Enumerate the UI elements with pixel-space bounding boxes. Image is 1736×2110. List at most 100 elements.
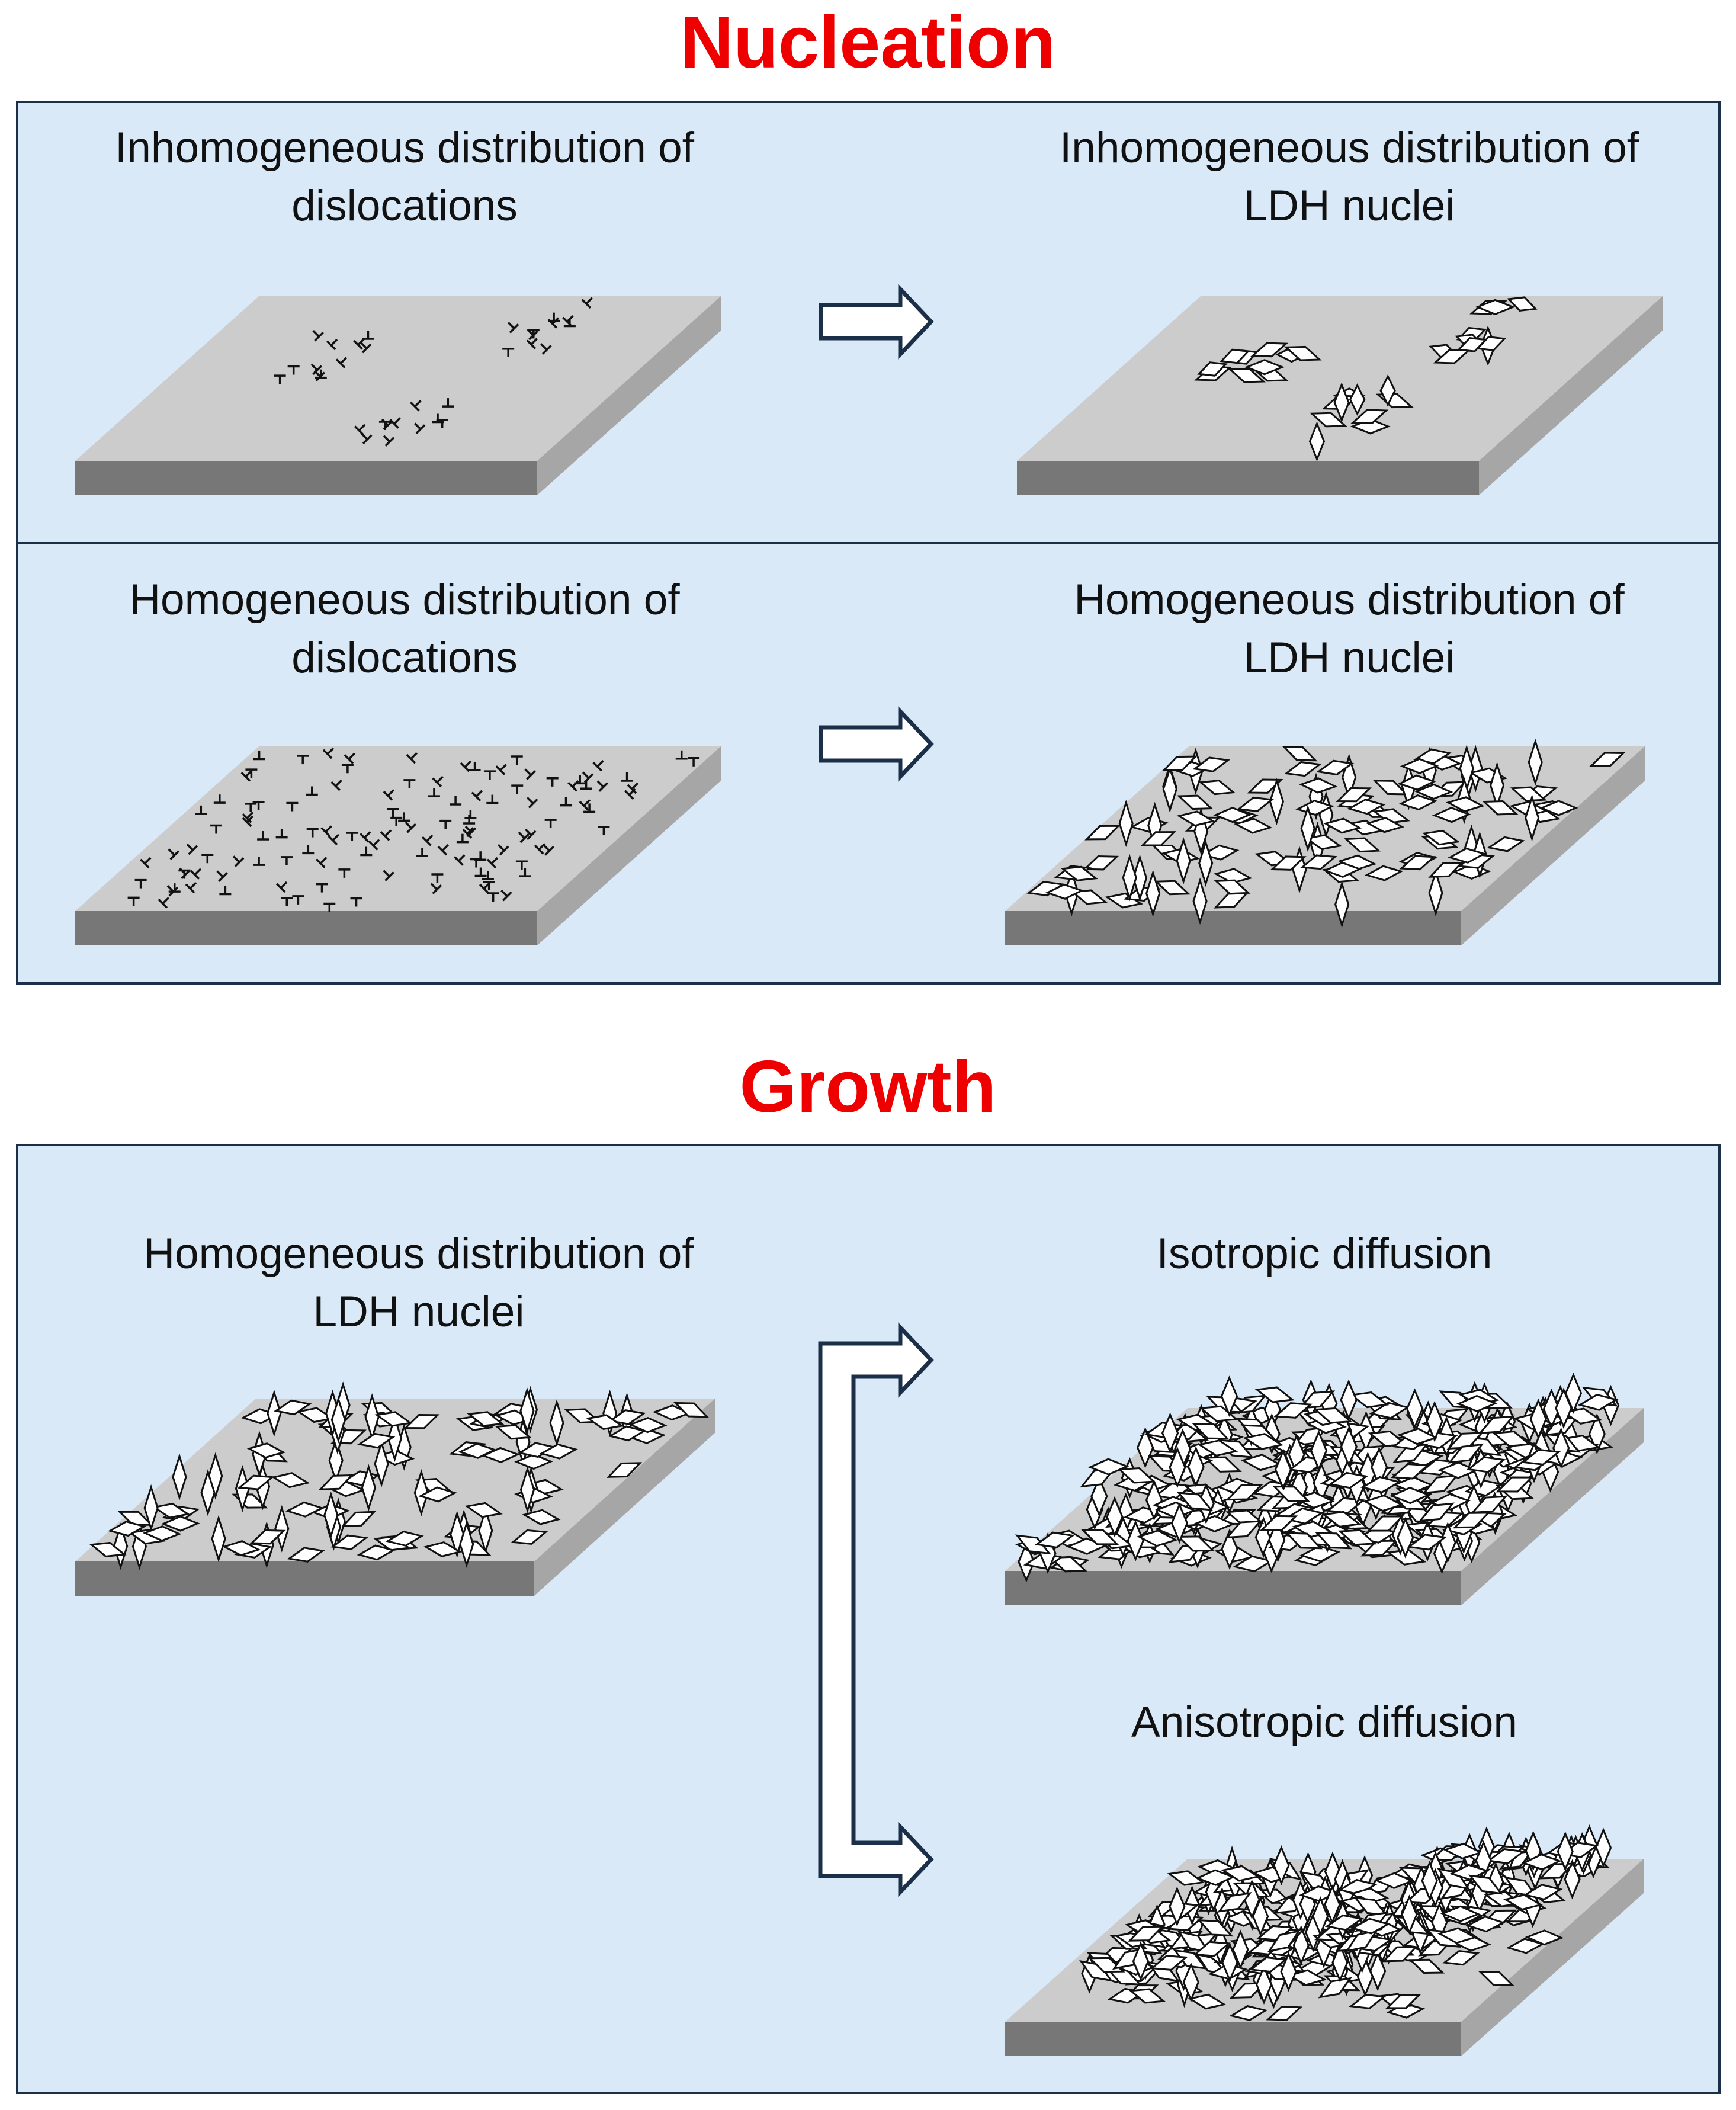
slab-side-face (1479, 296, 1663, 495)
ldh-nucleus-rhombus-icon (1201, 844, 1240, 861)
ldh-nucleus-rhombus-icon (274, 1505, 290, 1553)
dislocation-symbol-icon (627, 782, 639, 794)
ldh-nucleus-rhombus-icon (1428, 869, 1443, 917)
ldh-nucleus-rhombus-icon (1334, 880, 1350, 928)
dislocation-symbol-icon (527, 329, 538, 341)
dislocation-symbol-icon (287, 365, 300, 375)
nucleation-divider (16, 542, 1721, 544)
dislocation-symbol-icon (353, 338, 365, 350)
dislocation-symbol-icon (316, 883, 328, 893)
ldh-nucleus-rhombus-icon (519, 1466, 535, 1513)
dislocation-symbol-icon (360, 831, 371, 843)
ldh-nucleus-rhombus-icon (1267, 1930, 1301, 1952)
ldh-nucleus-rhombus-icon (1503, 1894, 1544, 1911)
ldh-nucleus-rhombus-icon (628, 1417, 668, 1434)
ldh-nucleus-rhombus-icon (1227, 367, 1266, 383)
ldh-nucleus-rhombus-icon (1542, 1388, 1561, 1430)
right-arrow-icon (819, 706, 934, 782)
ldh-nucleus-rhombus-icon (1521, 1854, 1562, 1871)
ldh-nucleus-rhombus-icon (1169, 1447, 1186, 1489)
ldh-nucleus-rhombus-icon (1486, 1848, 1526, 1865)
ldh-nucleus-rhombus-icon (1465, 1916, 1506, 1933)
ldh-nucleus-rhombus-icon (1082, 855, 1119, 871)
ldh-nucleus-rhombus-icon (1399, 855, 1436, 871)
dislocation-symbol-icon (560, 797, 572, 807)
dislocation-symbol-icon (195, 805, 207, 815)
ldh-nucleus-rhombus-icon (1324, 1884, 1341, 1925)
ldh-nucleus-rhombus-icon (1510, 786, 1547, 802)
ldh-nucleus-rhombus-icon (1169, 1886, 1186, 1927)
ldh-nucleus-rhombus-icon (1026, 880, 1064, 897)
ldh-nucleus-rhombus-icon (1255, 1964, 1273, 2005)
ldh-nucleus-rhombus-icon (1243, 1433, 1284, 1450)
ldh-nucleus-rhombus-icon (1304, 834, 1343, 850)
dislocation-symbol-icon (486, 857, 499, 869)
dislocation-symbol-icon (398, 812, 410, 822)
ldh-nucleus-rhombus-icon (113, 1522, 129, 1570)
ldh-nucleus-rhombus-icon (1491, 1430, 1532, 1447)
dislocation-symbol-icon (253, 751, 265, 761)
dislocation-symbol-icon (380, 829, 392, 841)
dislocation-symbol-icon (460, 760, 472, 772)
ldh-nucleus-rhombus-icon (1440, 1905, 1481, 1922)
ldh-nucleus-rhombus-icon (467, 1411, 505, 1427)
ldh-nucleus-rhombus-icon (1274, 1449, 1292, 1490)
ldh-nucleus-rhombus-icon (1220, 348, 1250, 364)
ldh-nucleus-rhombus-icon (1293, 1491, 1335, 1509)
ldh-nucleus-rhombus-icon (285, 1501, 325, 1518)
dislocation-symbol-icon (518, 831, 530, 844)
ldh-nucleus-rhombus-icon (357, 1432, 396, 1449)
ldh-nucleus-rhombus-icon (222, 1540, 261, 1557)
ldh-nucleus-rhombus-icon (1564, 1859, 1581, 1900)
ldh-nucleus-rhombus-icon (1283, 345, 1322, 361)
ldh-nucleus-rhombus-icon (1335, 787, 1372, 803)
dislocation-symbol-icon (362, 330, 374, 340)
slab-top-surface (1017, 296, 1663, 461)
dislocation-symbol-icon (185, 881, 197, 894)
ldh-nucleus-rhombus-icon (1225, 1483, 1264, 1501)
ldh-nucleus-rhombus-icon (1192, 756, 1231, 772)
ldh-nucleus-rhombus-icon (1436, 1868, 1471, 1890)
dislocation-symbol-icon (360, 341, 372, 354)
slab-front-face (75, 461, 537, 495)
ldh-nucleus-rhombus-icon (1079, 1960, 1114, 1982)
dislocation-symbol-icon (502, 348, 515, 357)
ldh-nucleus-rhombus-icon (1456, 337, 1488, 352)
dislocation-symbol-icon (383, 789, 395, 801)
slab-top-surface (75, 746, 721, 911)
dislocation-symbol-icon (213, 794, 226, 804)
dislocation-symbol-icon (315, 369, 327, 379)
dislocation-symbol-icon (526, 338, 538, 349)
dislocation-symbol-icon (583, 803, 596, 813)
dislocation-symbol-icon (582, 771, 594, 783)
dislocation-symbol-icon (346, 832, 358, 841)
ldh-nucleus-rhombus-icon (172, 1453, 187, 1501)
dislocation-symbol-icon (519, 868, 531, 877)
ldh-nucleus-rhombus-icon (1529, 1398, 1547, 1440)
homogeneous-nuclei-label: Homogeneous distribution of LDH nuclei (1074, 576, 1625, 682)
ldh-nucleus-rhombus-icon (1244, 359, 1285, 376)
ldh-nucleus-rhombus-icon (211, 1515, 226, 1563)
ldh-nucleus-rhombus-icon (1422, 829, 1460, 846)
dislocation-symbol-icon (543, 844, 554, 856)
ldh-nucleus-rhombus-icon (387, 1415, 402, 1463)
dislocation-symbol-icon (688, 757, 700, 767)
ldh-nucleus-rhombus-icon (1254, 1386, 1295, 1403)
dislocation-symbol-icon (186, 843, 198, 855)
slab-side-face (537, 746, 721, 945)
dislocation-symbol-icon (245, 768, 258, 778)
ldh-nucleus-rhombus-icon (1070, 889, 1108, 905)
ldh-nucleus-rhombus-icon (1323, 817, 1362, 834)
ldh-nucleus-rhombus-icon (1312, 1896, 1329, 1936)
ldh-nucleus-rhombus-icon (361, 1464, 376, 1512)
dislocation-symbol-icon (474, 867, 487, 877)
ldh-nucleus-rhombus-icon (1060, 865, 1098, 881)
ldh-nucleus-rhombus-icon (1385, 1994, 1421, 2009)
ldh-nucleus-rhombus-icon (1318, 1977, 1353, 1999)
ldh-nucleus-rhombus-icon (1478, 1415, 1515, 1434)
ldh-nucleus-rhombus-icon (1340, 1426, 1358, 1468)
dislocation-symbol-icon (281, 896, 293, 906)
ldh-nucleus-rhombus-icon (1197, 1919, 1234, 1937)
dislocation-symbol-icon (439, 819, 452, 829)
